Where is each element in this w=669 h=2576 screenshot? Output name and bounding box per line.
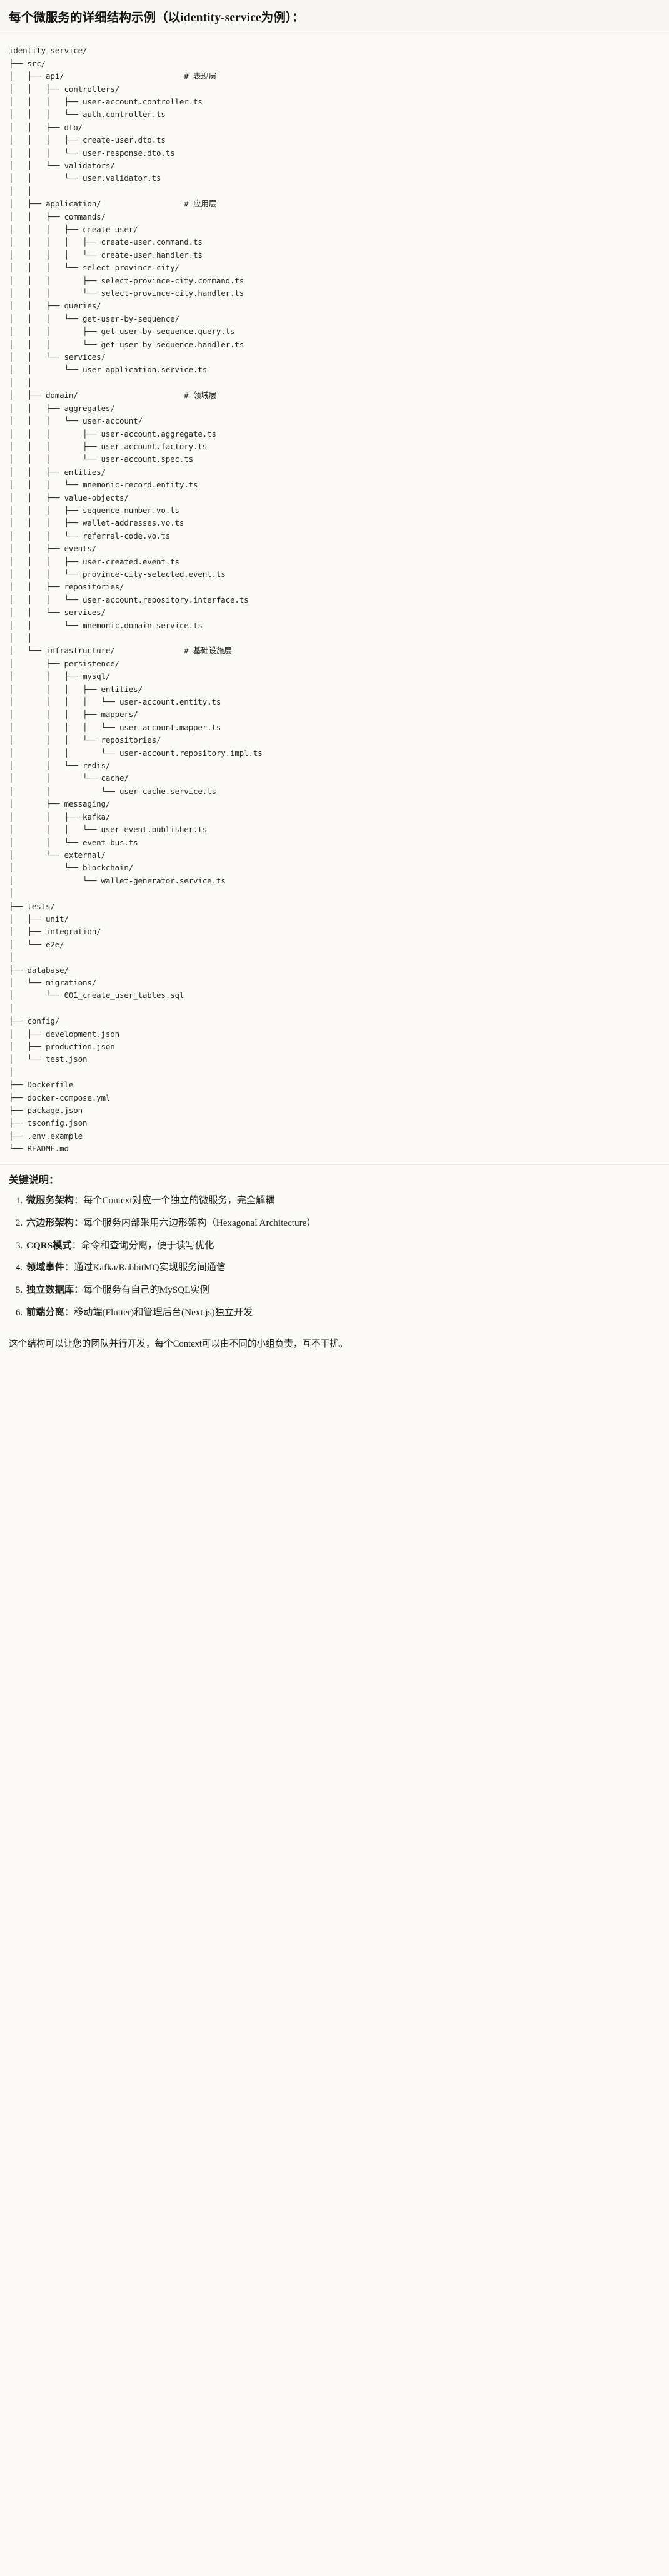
key-note-item: CQRS模式：命令和查询分离，便于读写优化 [25,1239,660,1253]
key-note-term: 前端分离 [26,1307,64,1318]
key-note-item: 六边形架构：每个服务内部采用六边形架构（Hexagonal Architectu… [25,1216,660,1231]
closing-paragraph: 这个结构可以让您的团队并行开发，每个Context可以由不同的小组负责，互不干扰… [0,1331,669,1363]
document-page: 每个微服务的详细结构示例（以identity-service为例）： ident… [0,0,669,1362]
tree-comment: # 应用层 [184,199,217,209]
key-note-item: 前端分离：移动端(Flutter)和管理后台(Next.js)独立开发 [25,1306,660,1320]
key-note-description: 命令和查询分离，便于读写优化 [81,1240,214,1251]
tree-comment: # 领域层 [184,390,217,400]
key-note-separator: ： [73,1217,84,1228]
key-note-separator: ： [64,1262,74,1273]
key-note-description: 每个服务有自己的MySQL实例 [83,1285,209,1296]
directory-tree-block: identity-service/ ├── src/ │ ├── api/ # … [0,34,669,1165]
key-note-separator: ： [64,1307,74,1318]
key-note-separator: ： [73,1285,84,1296]
key-note-description: 移动端(Flutter)和管理后台(Next.js)独立开发 [73,1307,253,1318]
key-note-term: 独立数据库 [26,1285,74,1296]
tree-comment: # 表现层 [184,71,217,81]
key-note-term: 领域事件 [26,1262,64,1273]
directory-tree: identity-service/ ├── src/ │ ├── api/ # … [9,46,263,1154]
key-note-item: 领域事件：通过Kafka/RabbitMQ实现服务间通信 [25,1261,660,1275]
key-note-term: 六边形架构 [26,1217,74,1228]
page-title: 每个微服务的详细结构示例（以identity-service为例）： [9,11,304,24]
key-note-description: 每个服务内部采用六边形架构（Hexagonal Architecture） [83,1217,316,1228]
key-note-separator: ： [71,1240,81,1251]
key-note-term: 微服务架构 [26,1195,74,1206]
key-note-item: 微服务架构：每个Context对应一个独立的微服务，完全解耦 [25,1194,660,1208]
key-note-item: 独立数据库：每个服务有自己的MySQL实例 [25,1283,660,1298]
key-note-term: CQRS模式 [26,1240,72,1251]
key-notes-section: 关键说明： 微服务架构：每个Context对应一个独立的微服务，完全解耦六边形架… [0,1164,669,1332]
key-note-separator: ： [73,1195,84,1206]
tree-comment: # 基础设施层 [184,646,232,656]
key-note-description: 通过Kafka/RabbitMQ实现服务间通信 [73,1262,226,1273]
key-notes-list: 微服务架构：每个Context对应一个独立的微服务，完全解耦六边形架构：每个服务… [9,1194,660,1320]
key-note-description: 每个Context对应一个独立的微服务，完全解耦 [83,1195,275,1206]
key-notes-heading: 关键说明： [9,1174,59,1186]
document-header: 每个微服务的详细结构示例（以identity-service为例）： [0,0,669,35]
